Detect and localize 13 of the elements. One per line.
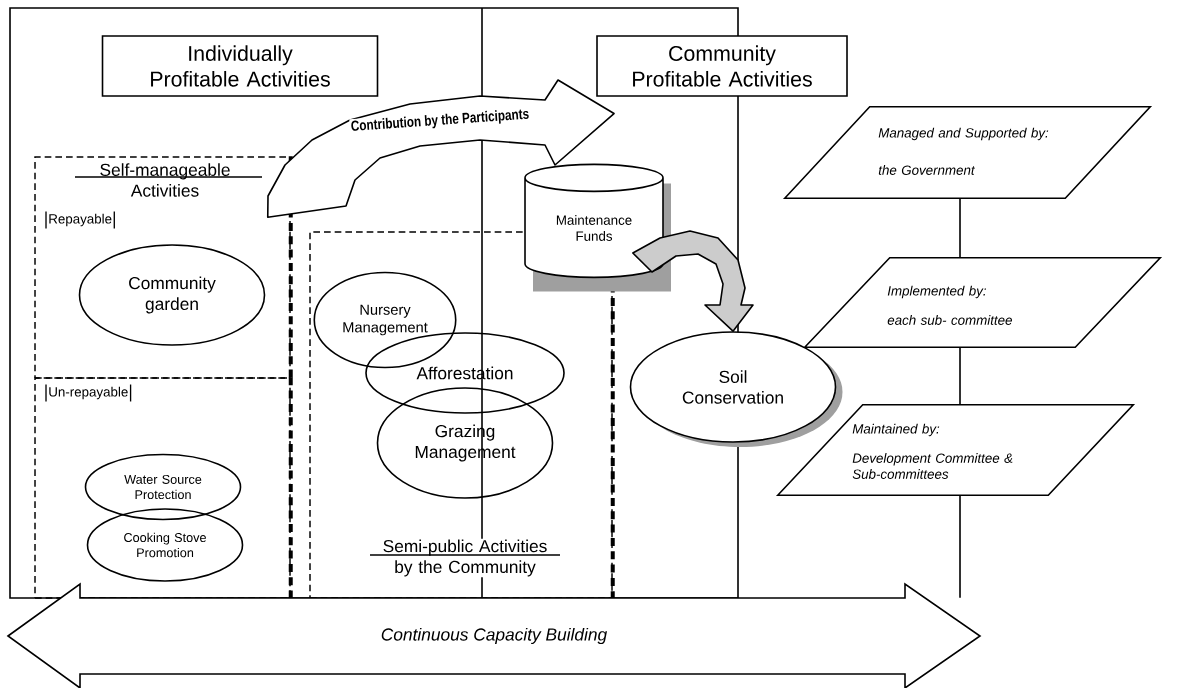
heading-box: Community Profitable Activities (596, 35, 848, 97)
section-label: Un-repayable (45, 383, 132, 403)
connector-line (959, 494, 961, 599)
heading-box: Individually Profitable Activities (101, 35, 379, 97)
connector-line (959, 346, 961, 406)
connector-line (959, 197, 961, 259)
section-heading: Semi-public Activities by the Community (354, 538, 576, 578)
node-label: Continuous Capacity Building (381, 627, 608, 645)
curved-arrow (632, 230, 754, 332)
funds-cylinder: Maintenance Funds (524, 163, 671, 292)
edge-label: Contribution by the Participants (349, 106, 531, 136)
section-heading: Self-manageable Activities (64, 162, 266, 198)
section-label: Repayable (45, 210, 115, 230)
